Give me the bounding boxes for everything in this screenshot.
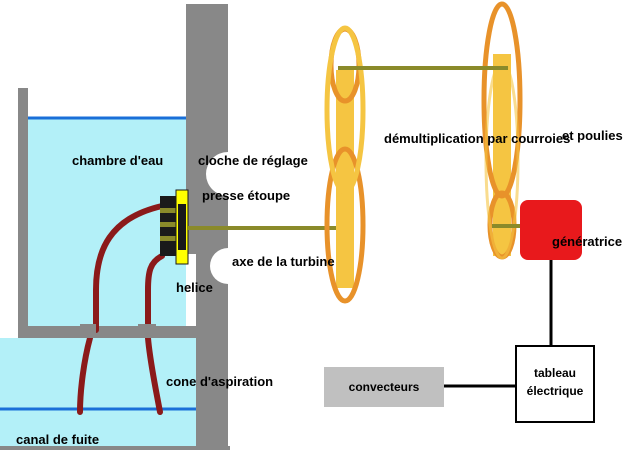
channel-bottom — [0, 446, 230, 450]
convecteurs-box — [324, 367, 444, 407]
label-axe-turbine: axe de la turbine — [232, 254, 335, 269]
label-generatrice: génératrice — [552, 234, 622, 249]
label-convecteurs: convecteurs — [349, 380, 420, 394]
label-cone-aspiration: cone d'aspiration — [166, 374, 273, 389]
label-canal-fuite: canal de fuite — [16, 432, 99, 447]
penstock-pipes — [77, 203, 165, 415]
outlet-channel — [0, 338, 230, 450]
packing-stripe-2 — [160, 222, 176, 227]
wall-base — [186, 326, 228, 338]
pipe-inner-right — [145, 253, 165, 333]
label-chambre-eau: chambre d'eau — [72, 153, 163, 168]
channel-water — [0, 338, 196, 446]
packing-stripe-3 — [160, 236, 176, 241]
draft-tube-left — [77, 335, 93, 415]
hub-core — [178, 204, 186, 250]
chamber-water — [28, 118, 186, 328]
tableau-box — [515, 345, 595, 423]
left-belt-outline-top — [324, 25, 366, 195]
left-lower-pulley — [324, 146, 366, 304]
pipe-outer-left — [93, 203, 165, 333]
label-helice: helice — [176, 280, 213, 295]
label-demultiplication: démultiplication par courroies — [384, 131, 570, 146]
generator-box — [520, 200, 582, 260]
packing-stripe-1 — [160, 208, 176, 213]
draft-gap-right — [138, 324, 156, 338]
label-poulies: et poulies — [562, 128, 623, 143]
right-upper-pulley — [481, 1, 523, 199]
wall-lower — [196, 254, 228, 446]
label-presse-etoupe: presse étoupe — [202, 188, 290, 203]
lower-bearing-recess — [210, 248, 228, 284]
upper-bearing-recess — [206, 152, 228, 196]
right-belt-outline — [484, 60, 520, 260]
label-cloche-reglage: cloche de réglage — [198, 153, 308, 168]
chamber-left-wall — [18, 88, 28, 338]
left-belt-strip — [336, 70, 354, 288]
dam-wall — [186, 4, 228, 446]
chamber-floor — [18, 326, 186, 338]
right-belt-strip — [493, 54, 511, 256]
belt-drive — [324, 1, 524, 304]
draft-tube-right — [145, 335, 163, 415]
label-tableau-line2: électrique — [527, 384, 584, 398]
turbine-hub — [160, 189, 189, 265]
wall-upper — [186, 4, 228, 164]
label-tableau-line1: tableau — [534, 366, 576, 380]
water-chamber — [18, 88, 186, 338]
draft-gap-left — [80, 324, 96, 338]
